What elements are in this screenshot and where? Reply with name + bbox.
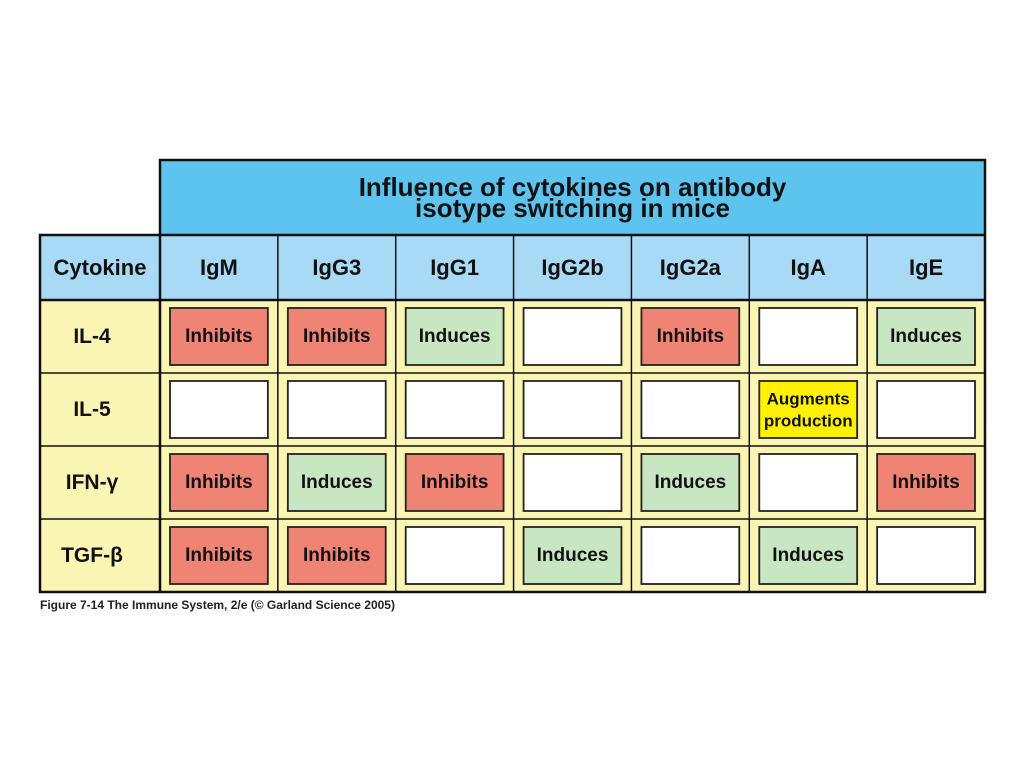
- row-label-ifn: IFN-γ: [66, 471, 119, 494]
- cell-ifn-igg2a: [640, 453, 741, 512]
- cell-ifn-igg3: [286, 453, 387, 512]
- table-title-line: isotype switching in mice: [415, 193, 730, 223]
- cell-label-ifn-igm: Inhibits: [185, 472, 253, 493]
- column-header-igg3: IgG3: [312, 255, 361, 280]
- cell-label-ifn-ige: Inhibits: [892, 472, 960, 493]
- cell-il-4-igm: [169, 307, 269, 366]
- title-background: [160, 160, 985, 235]
- column-header-igg1: IgG1: [430, 255, 479, 280]
- cell-label-il-4-ige: Induces: [890, 326, 962, 347]
- column-header-igm: IgM: [200, 255, 238, 280]
- cell-il-5-igg2a: [640, 380, 741, 439]
- cell-ifn-ige: [876, 453, 976, 512]
- cell-label-il-4-igg1: Induces: [419, 326, 491, 347]
- cell-label-ifn-igg3: Induces: [301, 472, 373, 493]
- row-label-il-4: IL-4: [73, 325, 111, 348]
- cell-label-tgf-igg2b: Induces: [537, 545, 609, 566]
- cell-tgf-igg2a: [640, 526, 741, 585]
- cell-il-4-ige: [876, 307, 976, 366]
- cell-il-4-igg1: [404, 307, 505, 366]
- column-header-igg2a: IgG2a: [660, 255, 722, 280]
- cell-label-tgf-igg3: Inhibits: [303, 545, 371, 566]
- header-background: [40, 235, 985, 300]
- column-header-iga: IgA: [790, 255, 826, 280]
- cell-il-5-iga: [758, 380, 859, 439]
- cell-il-5-igg1: [404, 380, 505, 439]
- cell-il-4-igg2a: [640, 307, 741, 366]
- cell-tgf-ige: [876, 526, 976, 585]
- cell-il-4-iga: [758, 307, 859, 366]
- row-label-tgf: TGF-β: [61, 544, 123, 567]
- column-header-ige: IgE: [909, 255, 943, 280]
- cell-ifn-igg1: [404, 453, 505, 512]
- cell-ifn-iga: [758, 453, 859, 512]
- cell-il-5-igg2b: [522, 380, 623, 439]
- cell-tgf-igg1: [404, 526, 505, 585]
- cell-tgf-igm: [169, 526, 269, 585]
- cell-il-5-igm: [169, 380, 269, 439]
- figure-caption: Figure 7-14 The Immune System, 2/e (© Ga…: [40, 598, 395, 612]
- cell-label-il-4-igg2a: Inhibits: [657, 326, 725, 347]
- cell-il-5-igg3: [286, 380, 387, 439]
- row-label-il-5: IL-5: [73, 398, 111, 421]
- cell-il-4-igg2b: [522, 307, 623, 366]
- cell-label-ifn-igg2a: Induces: [654, 472, 726, 493]
- row-header-label: Cytokine: [54, 255, 147, 280]
- cell-tgf-igg3: [286, 526, 387, 585]
- cell-label-tgf-igm: Inhibits: [185, 545, 253, 566]
- cell-ifn-igg2b: [522, 453, 623, 512]
- cell-label-ifn-igg1: Inhibits: [421, 472, 489, 493]
- cell-tgf-iga: [758, 526, 859, 585]
- cell-tgf-igg2b: [522, 526, 623, 585]
- cell-il-4-igg3: [286, 307, 387, 366]
- cell-il-5-ige: [876, 380, 976, 439]
- cell-label-il-4-igm: Inhibits: [185, 326, 253, 347]
- cell-label-tgf-iga: Induces: [772, 545, 844, 566]
- cell-label-il-4-igg3: Inhibits: [303, 326, 371, 347]
- table-title-line: Influence of cytokines on antibody: [359, 172, 787, 202]
- column-header-igg2b: IgG2b: [541, 255, 603, 280]
- cell-ifn-igm: [169, 453, 269, 512]
